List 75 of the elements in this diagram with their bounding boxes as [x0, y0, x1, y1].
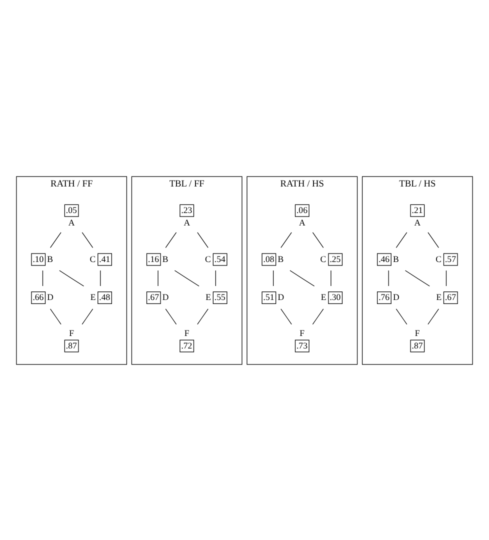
node-box: .21 — [410, 204, 425, 216]
connector — [273, 270, 274, 286]
node-label: A — [68, 217, 75, 228]
connector — [215, 270, 216, 286]
node-box: .48 — [98, 290, 112, 304]
connector — [50, 308, 62, 324]
connector — [100, 270, 101, 286]
connector — [446, 270, 447, 286]
connector — [197, 308, 208, 324]
node-box: .16 — [146, 252, 161, 266]
node-label: F — [184, 327, 190, 338]
connector — [428, 308, 439, 324]
connector — [42, 270, 44, 286]
node-label: B — [47, 253, 53, 264]
node-label: C — [320, 253, 326, 264]
node-label: E — [320, 292, 326, 302]
node-box: .08 — [262, 252, 276, 266]
connector — [312, 232, 324, 248]
connector — [50, 232, 62, 248]
node-box: .06 — [294, 204, 310, 216]
node-label: D — [278, 292, 284, 302]
connector — [174, 270, 200, 286]
node-box: .51 — [262, 290, 276, 304]
node-label: D — [162, 292, 169, 302]
node-label: E — [436, 292, 442, 302]
node-box: .54 — [212, 252, 228, 266]
node-label: A — [299, 217, 306, 228]
node-label: B — [162, 253, 168, 264]
connector — [197, 232, 208, 248]
connector — [82, 232, 94, 248]
connector — [280, 232, 292, 248]
node-label: F — [300, 327, 305, 338]
node-label: F — [414, 327, 420, 338]
connector — [388, 270, 389, 286]
node-label: B — [392, 253, 399, 264]
node-label: C — [90, 253, 96, 264]
node-box: .55 — [212, 290, 228, 304]
connector — [404, 270, 430, 286]
node-label: F — [69, 327, 74, 338]
node-box: .76 — [377, 290, 392, 304]
node-box: .67 — [146, 290, 161, 304]
connector — [396, 232, 408, 248]
node-label: A — [184, 217, 190, 228]
connector — [165, 308, 177, 324]
node-box: .87 — [410, 339, 425, 352]
node-box: .23 — [180, 204, 194, 216]
connector — [59, 270, 84, 286]
node-label: C — [205, 253, 211, 264]
node-box: .67 — [443, 290, 458, 304]
connector — [428, 232, 439, 248]
node-box: .46 — [377, 252, 392, 266]
node-box: .10 — [31, 252, 46, 266]
connector — [290, 270, 315, 286]
node-label: C — [436, 253, 442, 264]
node-box: .73 — [294, 339, 310, 352]
node-box: .25 — [328, 252, 343, 266]
node-label: E — [90, 292, 96, 302]
node-label: D — [47, 292, 54, 302]
connector — [280, 308, 292, 324]
node-box: .66 — [31, 290, 46, 304]
node-box: .87 — [64, 339, 79, 352]
node-label: E — [206, 292, 212, 302]
connector — [396, 308, 408, 324]
node-box: .57 — [443, 252, 458, 266]
node-box: .30 — [328, 290, 343, 304]
connector — [312, 308, 324, 324]
node-box: .72 — [180, 339, 194, 352]
connector — [82, 308, 94, 324]
connector — [165, 232, 177, 248]
connector — [330, 270, 332, 286]
node-label: D — [392, 292, 400, 302]
node-box: .05 — [64, 204, 79, 216]
node-label: B — [278, 253, 284, 264]
node-box: .41 — [98, 252, 112, 266]
node-label: A — [414, 217, 421, 228]
